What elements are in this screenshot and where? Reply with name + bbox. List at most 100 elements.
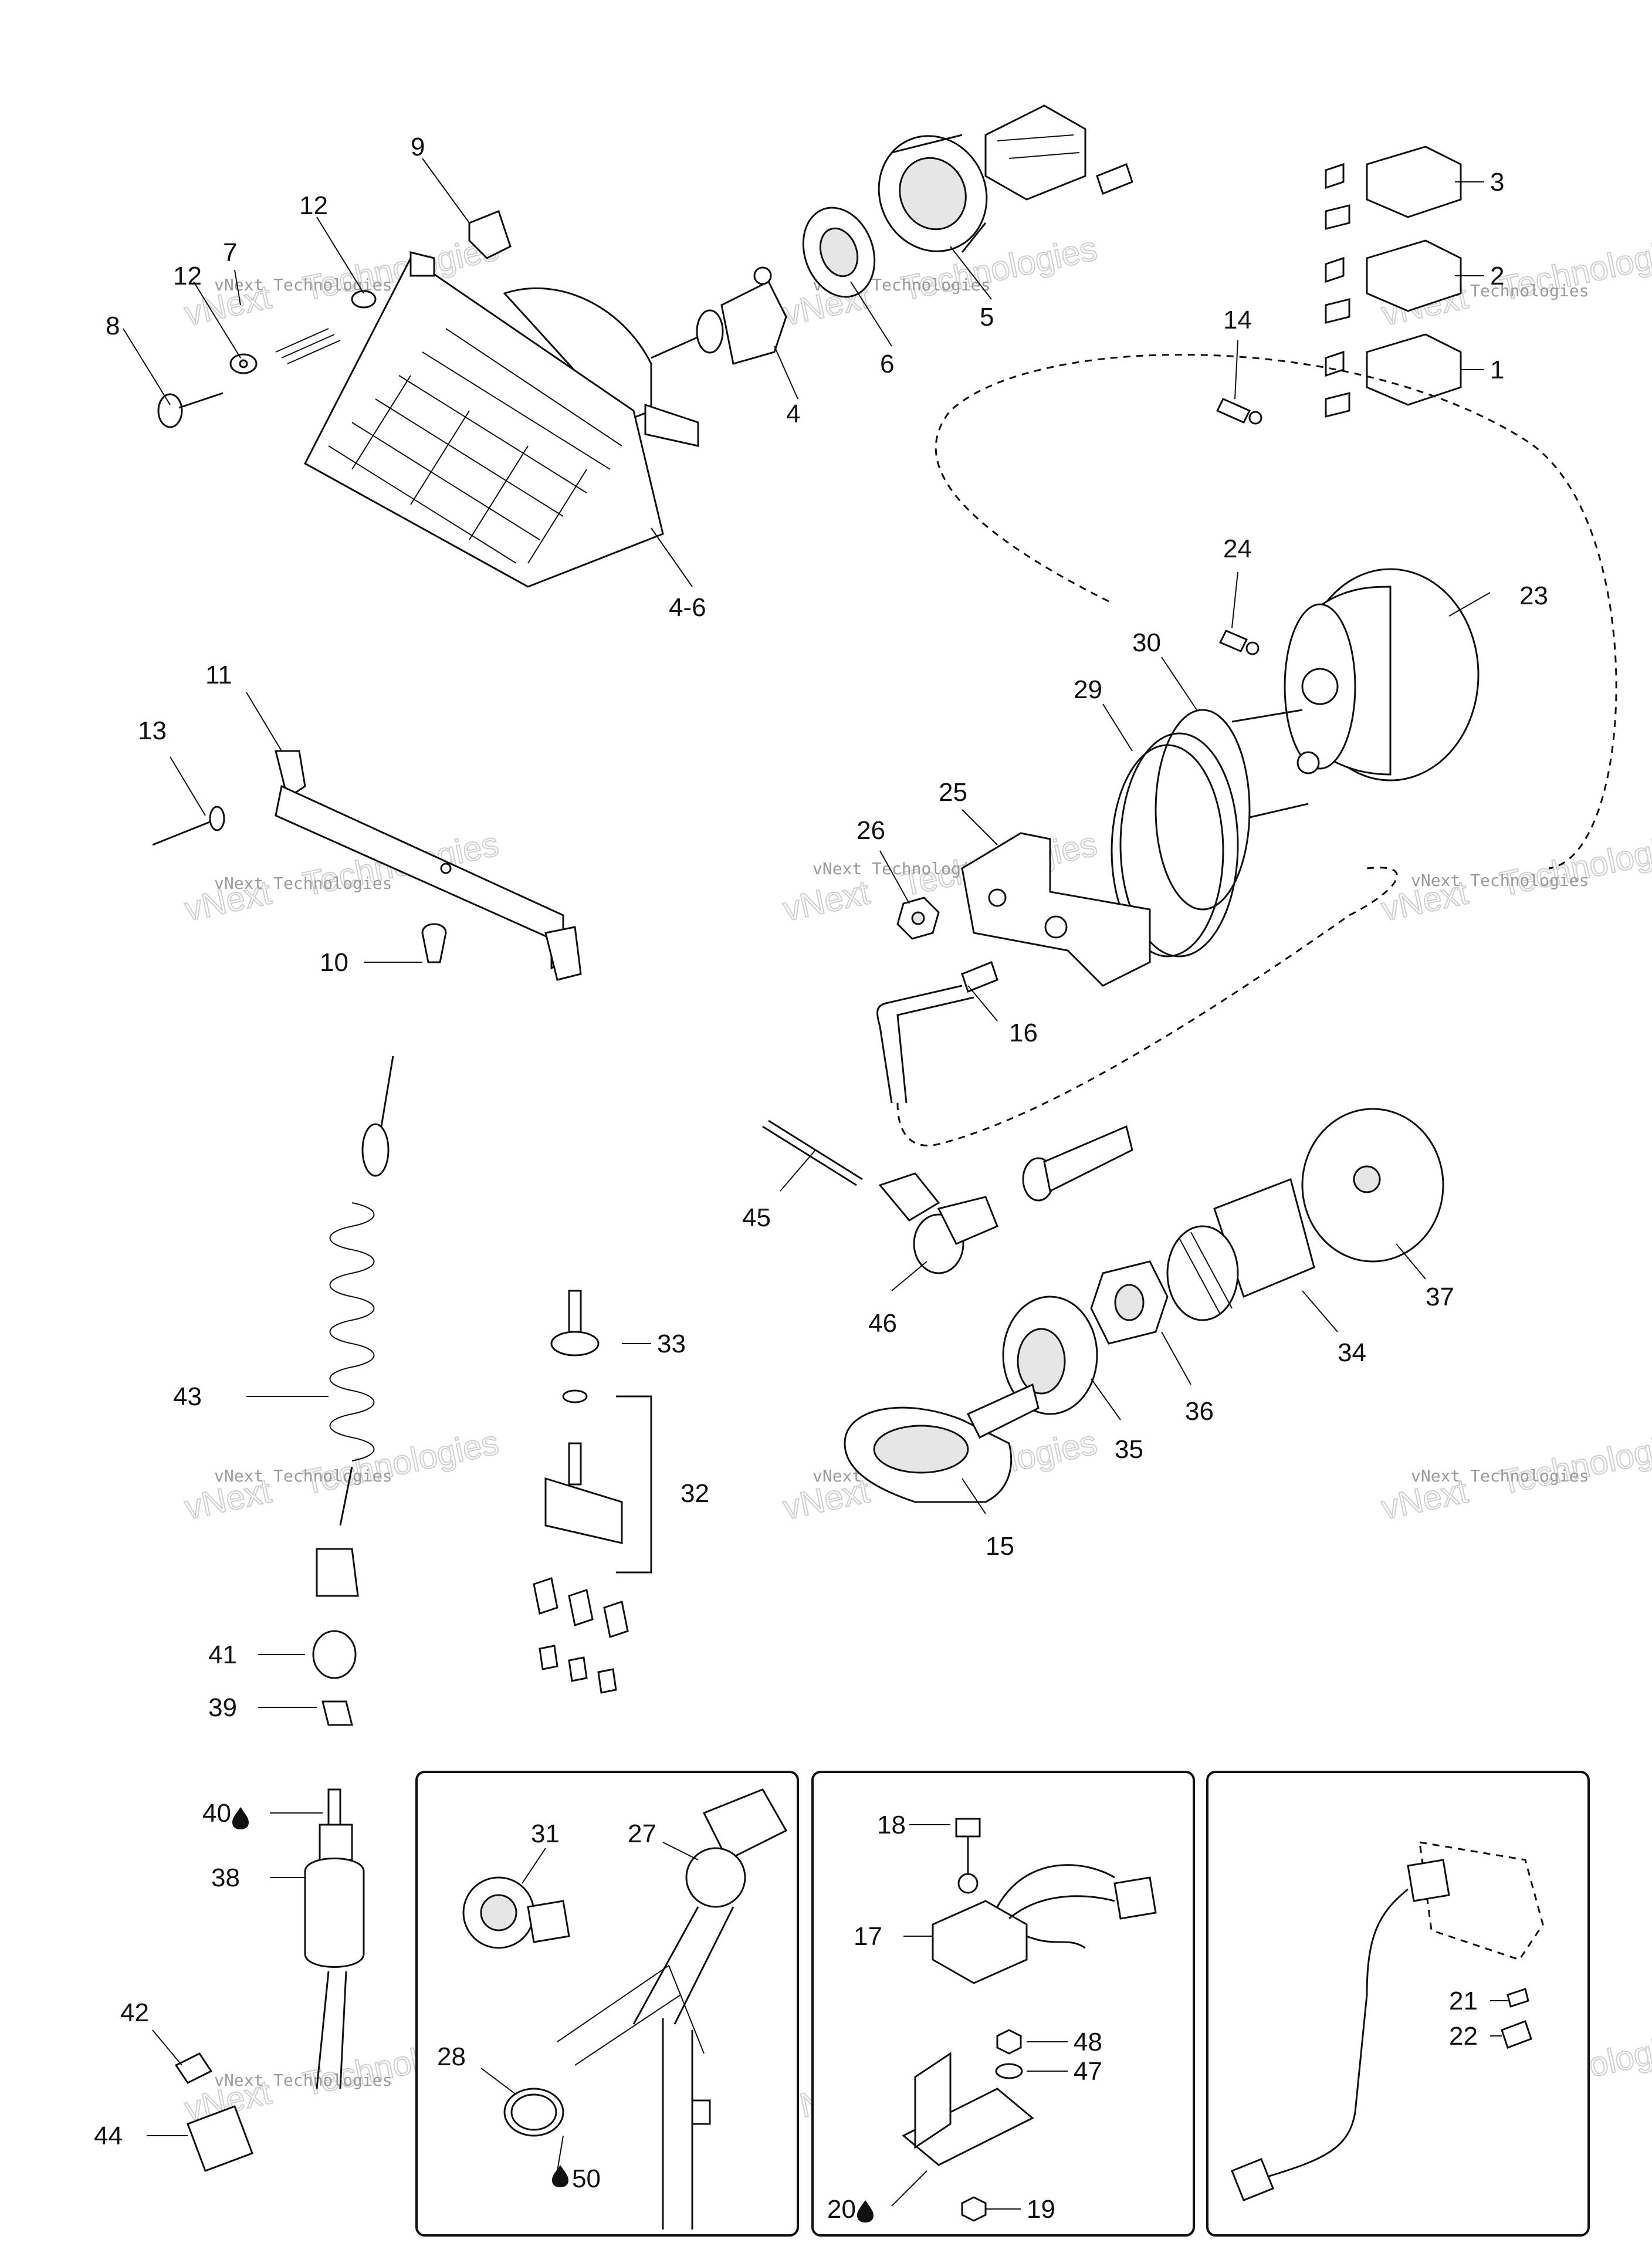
callout-5: 5 — [980, 303, 994, 331]
callout-4-6: 4-6 — [669, 593, 706, 622]
callout-47: 47 — [1074, 2057, 1102, 2086]
callout-23: 23 — [1519, 581, 1548, 610]
callout-28: 28 — [437, 2042, 466, 2071]
callout-19: 19 — [1027, 2195, 1055, 2224]
callout-2: 2 — [1490, 262, 1504, 290]
callout-26: 26 — [857, 816, 885, 845]
ignition-nut — [1090, 1260, 1169, 1345]
callout-22: 22 — [1449, 2022, 1478, 2051]
nut-26 — [896, 897, 940, 940]
callout-7: 7 — [223, 238, 237, 267]
callout-27: 27 — [628, 1819, 656, 1848]
panel-regulator — [811, 1771, 1195, 2237]
pin-13 — [152, 806, 225, 846]
drop-icon — [552, 2165, 568, 2187]
svg-text:50: 50 — [572, 2164, 601, 2193]
callout-13: 13 — [138, 716, 167, 745]
svg-text:vNext Technologies: vNext Technologies — [1411, 871, 1589, 890]
ring-terminal-14 — [1216, 398, 1262, 425]
svg-text:40: 40 — [202, 1799, 231, 1828]
callout-36: 36 — [1185, 1397, 1214, 1426]
drop-icon — [857, 2200, 874, 2222]
callout-43: 43 — [173, 1382, 202, 1411]
cable-16 — [876, 961, 998, 1104]
watermark-9: vNext Technologies vNext Technologies — [1377, 1423, 1652, 1528]
regulator-bracket — [902, 2052, 1034, 2166]
sensor-31 — [462, 1876, 570, 1949]
callout-29: 29 — [1074, 675, 1102, 704]
switch-2 — [1325, 239, 1462, 324]
regulator-17 — [932, 1864, 1157, 1984]
callout-45: 45 — [742, 1203, 771, 1232]
lamp-connector — [984, 104, 1133, 201]
callout-25: 25 — [939, 778, 967, 807]
callout-4: 4 — [786, 400, 800, 428]
grommet-10 — [421, 923, 447, 963]
sender-unit — [174, 1788, 365, 2172]
cable-adapter-46 — [878, 1172, 998, 1274]
bulb — [802, 207, 876, 298]
callout-44: 44 — [94, 2122, 123, 2150]
callout-20: 20 — [827, 2195, 856, 2224]
nut-48 — [996, 2029, 1022, 2055]
washer-47 — [995, 2063, 1023, 2079]
drop-icon — [232, 1807, 249, 1829]
callout-48: 48 — [1074, 2028, 1102, 2056]
cable-route-dashed — [896, 867, 1398, 1146]
callout-37: 37 — [1426, 1283, 1454, 1311]
gauge-bracket — [961, 832, 1151, 987]
toggle-switch — [533, 1290, 652, 1694]
callout-41: 41 — [208, 1640, 237, 1669]
callout-3: 3 — [1490, 168, 1504, 197]
clamp-28 — [503, 2088, 564, 2137]
lamp-clip — [468, 210, 512, 259]
callout-8: 8 — [106, 312, 120, 340]
ignition-key — [844, 1383, 1040, 1503]
gauge — [1231, 568, 1480, 823]
callout-15: 15 — [986, 1532, 1014, 1561]
callout-31: 31 — [531, 1819, 560, 1848]
svg-text:vNext Technologies: vNext Technologies — [1411, 1466, 1589, 1486]
callout-17: 17 — [854, 1922, 882, 1951]
callout-9: 9 — [411, 133, 425, 161]
callout-21: 21 — [1449, 1987, 1478, 2015]
callout-50: 50 — [552, 2164, 601, 2193]
cable-end — [1022, 1125, 1133, 1202]
callout-46: 46 — [868, 1309, 897, 1338]
callout-11: 11 — [205, 661, 232, 689]
callout-12-left: 12 — [173, 262, 202, 290]
rubber-boot — [878, 134, 988, 253]
callout-20-drop — [857, 2200, 874, 2222]
terminal-21 — [1507, 1988, 1529, 2008]
ignition-bezel — [1002, 1295, 1098, 1415]
sensor-27 — [557, 1788, 788, 2230]
callout-1: 1 — [1490, 356, 1504, 384]
ring-terminal-24 — [1218, 630, 1260, 655]
headlamp-assembly — [304, 251, 699, 588]
leader-lines — [123, 158, 1508, 2210]
svg-text:vNext Technologies: vNext Technologies — [214, 1466, 392, 1486]
watermark-7: vNext Technologies vNext Technologies — [181, 1423, 502, 1528]
callout-16: 16 — [1009, 1019, 1038, 1047]
callout-18: 18 — [877, 1811, 906, 1839]
callout-labels: 1 2 3 4 4-6 5 6 7 8 9 10 11 12 12 13 14 … — [94, 133, 1548, 2224]
gauge-seal — [1111, 709, 1251, 958]
svg-text:vNext Technologies: vNext Technologies — [813, 859, 990, 878]
callout-6: 6 — [880, 350, 894, 378]
callout-40: 40 — [202, 1799, 249, 1829]
switch-1 — [1325, 333, 1462, 418]
callout-32: 32 — [681, 1479, 709, 1508]
callout-39: 39 — [208, 1693, 237, 1722]
callout-24: 24 — [1223, 535, 1252, 563]
ignition-switch — [1166, 1108, 1444, 1321]
nut-39 — [321, 1700, 353, 1726]
svg-text:vNext Technologies: vNext Technologies — [214, 2071, 392, 2090]
switch-3 — [1325, 146, 1462, 230]
panel-harness — [1206, 1771, 1590, 2237]
callout-35: 35 — [1115, 1435, 1143, 1464]
bolt-18 — [955, 1818, 981, 1894]
safety-lanyard — [316, 1056, 394, 1597]
headlamp-bracket — [275, 750, 582, 981]
adjust-screw — [157, 290, 377, 428]
callout-12-top: 12 — [299, 191, 328, 220]
